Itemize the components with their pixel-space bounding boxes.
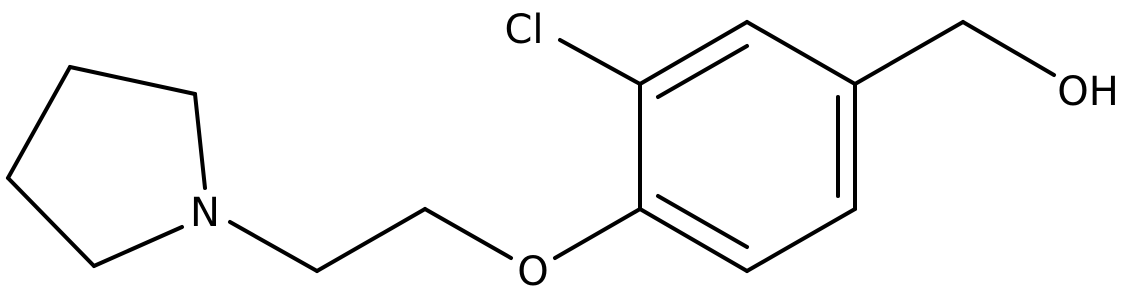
pyrrolidine-bond-c3-c4 bbox=[6, 65, 72, 180]
ring-double-bond-inner-bottom bbox=[656, 194, 749, 249]
chlorine-label: Cl bbox=[504, 7, 543, 53]
ring-bond-c3-c4 bbox=[745, 207, 857, 273]
ether-oxygen-label: O bbox=[517, 249, 548, 295]
bond-o-ch2 bbox=[423, 207, 513, 260]
pyrrolidine-ring bbox=[6, 65, 207, 268]
bond-ring-ch2 bbox=[853, 20, 965, 86]
benzene-ring bbox=[638, 20, 857, 273]
bond-ch2-n bbox=[228, 220, 319, 273]
pyrrolidine-bond-c5-n bbox=[92, 225, 184, 268]
pyrrolidine-bond-c2-c3 bbox=[68, 65, 197, 96]
ring-bond-c4-c5 bbox=[638, 207, 749, 273]
pyrrolidine-bond-n-c2 bbox=[193, 92, 207, 190]
hydroxyl-label: OH bbox=[1057, 69, 1119, 115]
ring-double-bond-inner-top bbox=[656, 44, 749, 99]
bond-ch2-ch2 bbox=[315, 207, 427, 273]
bond-ring-cl bbox=[558, 38, 642, 86]
bond-ring-o bbox=[553, 207, 642, 260]
nitrogen-label: N bbox=[190, 190, 220, 236]
pyrrolidine-bond-c4-c5 bbox=[6, 176, 96, 268]
ring-bond-c1-c2 bbox=[745, 20, 857, 86]
ring-bond-c6-c1 bbox=[638, 20, 749, 86]
bond-ch2-oh bbox=[961, 20, 1056, 77]
